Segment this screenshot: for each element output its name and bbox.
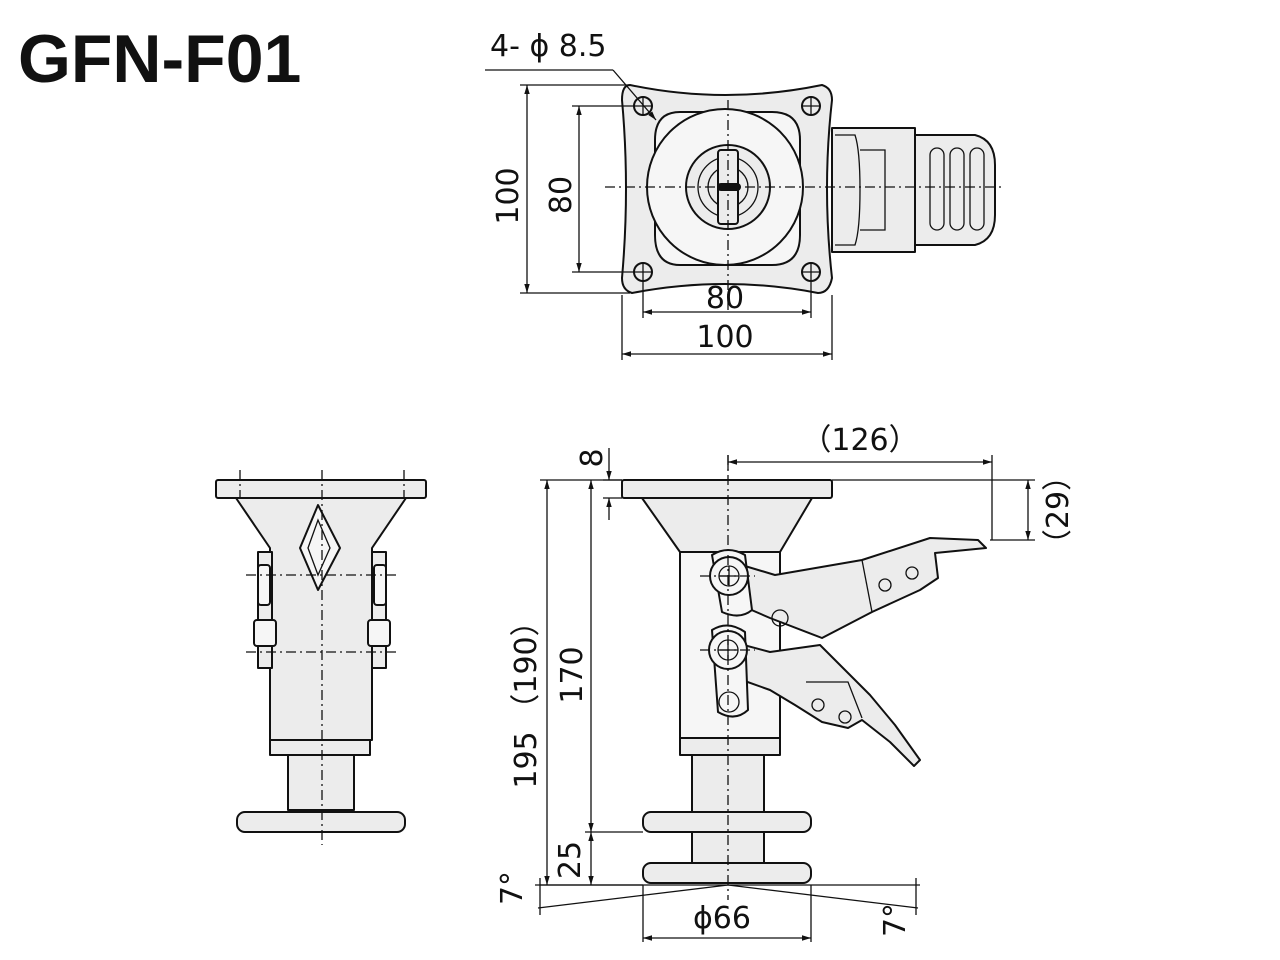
model-title: GFN-F01 bbox=[18, 21, 301, 97]
dim-tilt-right: 7° bbox=[878, 903, 913, 937]
dim-width-outer: 100 bbox=[696, 320, 753, 355]
bolt-hole bbox=[801, 96, 821, 116]
dim-total-height-min: （190） bbox=[509, 606, 544, 723]
dim-total-height-max: 195 bbox=[509, 731, 544, 788]
top-view-lever bbox=[831, 127, 996, 253]
front-view bbox=[215, 470, 427, 845]
dim-lever-height: （29） bbox=[1041, 461, 1076, 559]
bolt-hole bbox=[633, 262, 653, 282]
dim-pad-diameter: ϕ66 bbox=[693, 901, 751, 936]
bolt-hole bbox=[801, 262, 821, 282]
dim-tilt-left: 7° bbox=[495, 871, 530, 905]
dim-lever-length: （126） bbox=[801, 423, 918, 458]
dim-plate-thickness: 8 bbox=[575, 448, 610, 467]
brake-pedal-upper bbox=[724, 537, 987, 639]
top-view: 4- ϕ 8.5 100 80 80 100 bbox=[485, 29, 1005, 360]
hole-callout-label: 4- ϕ 8.5 bbox=[490, 29, 606, 64]
dim-height-inner: 80 bbox=[544, 176, 579, 214]
dim-adjust-stroke: 25 bbox=[553, 841, 588, 879]
side-view: 8 （126） （29） 195 （190） 170 25 7° 7° bbox=[495, 423, 1076, 942]
dim-height-outer: 100 bbox=[491, 167, 526, 224]
brake-pedal-lower bbox=[724, 639, 921, 767]
dim-height-to-pad: 170 bbox=[555, 646, 590, 703]
dim-width-inner: 80 bbox=[706, 281, 744, 316]
